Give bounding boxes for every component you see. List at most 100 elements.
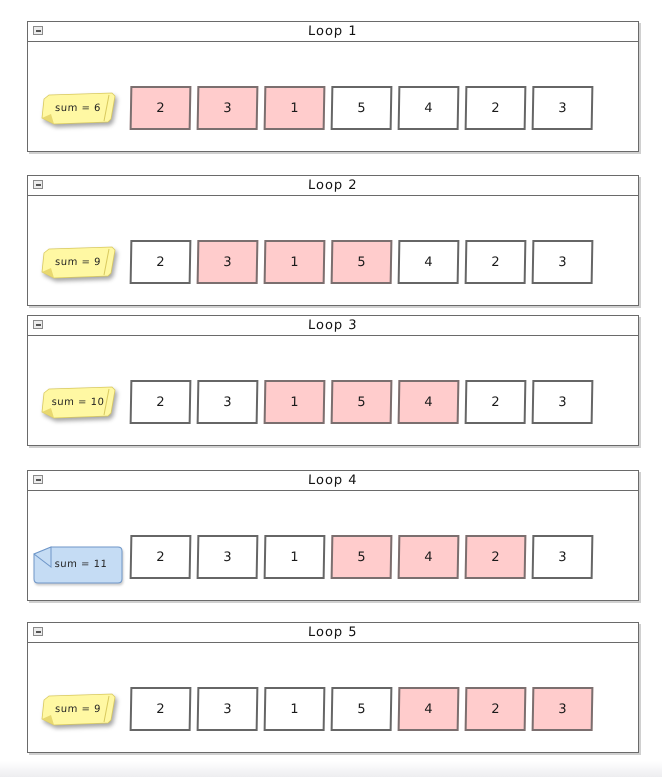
sum-note-label: sum = 10 bbox=[51, 396, 105, 408]
loop-panel-1[interactable]: Loop 1 sum = 6 2 3 1 5 4 2 3 bbox=[27, 21, 639, 152]
array-cell-value: 3 bbox=[223, 100, 232, 116]
array-cell[interactable]: 1 bbox=[263, 535, 326, 579]
array-row: 2 3 1 5 4 2 3 bbox=[129, 380, 594, 424]
sticky-note-shape bbox=[41, 246, 116, 279]
array-cell[interactable]: 4 bbox=[397, 535, 460, 579]
collapse-icon[interactable] bbox=[33, 320, 43, 329]
array-cell-value: 5 bbox=[357, 254, 366, 270]
array-cell[interactable]: 4 bbox=[397, 687, 460, 731]
collapse-icon[interactable] bbox=[33, 180, 43, 189]
sum-note[interactable]: sum = 11 bbox=[32, 545, 124, 589]
array-cell[interactable]: 2 bbox=[129, 687, 192, 731]
sum-note-label: sum = 11 bbox=[54, 558, 108, 570]
array-cell[interactable]: 3 bbox=[531, 380, 594, 424]
array-cell[interactable]: 2 bbox=[464, 380, 527, 424]
folded-note-shape bbox=[33, 546, 123, 584]
collapse-minus-glyph bbox=[35, 183, 41, 186]
array-cell-value: 3 bbox=[223, 701, 232, 717]
array-cell[interactable]: 5 bbox=[330, 535, 393, 579]
panel-content: sum = 6 2 3 1 5 4 2 3 bbox=[28, 42, 638, 151]
collapse-icon[interactable] bbox=[33, 26, 43, 35]
array-cell[interactable]: 2 bbox=[129, 86, 192, 130]
array-cell-value: 2 bbox=[156, 254, 165, 270]
array-cell[interactable]: 4 bbox=[397, 86, 460, 130]
array-cell-value: 4 bbox=[424, 394, 433, 410]
array-cell[interactable]: 1 bbox=[263, 86, 326, 130]
collapse-icon[interactable] bbox=[33, 627, 43, 636]
array-cell[interactable]: 4 bbox=[397, 240, 460, 284]
panel-titlebar[interactable]: Loop 3 bbox=[28, 316, 638, 336]
array-cell-value: 3 bbox=[558, 394, 567, 410]
array-cell-value: 3 bbox=[558, 100, 567, 116]
panel-content: sum = 10 2 3 1 5 4 2 3 bbox=[28, 336, 638, 445]
array-cell[interactable]: 5 bbox=[330, 86, 393, 130]
array-cell[interactable]: 2 bbox=[464, 240, 527, 284]
array-cell-value: 1 bbox=[290, 701, 299, 717]
array-cell[interactable]: 3 bbox=[531, 535, 594, 579]
array-cell-value: 3 bbox=[223, 254, 232, 270]
panel-title: Loop 5 bbox=[307, 625, 359, 640]
panel-titlebar[interactable]: Loop 5 bbox=[28, 623, 638, 643]
array-cell[interactable]: 3 bbox=[196, 687, 259, 731]
panel-titlebar[interactable]: Loop 4 bbox=[28, 471, 638, 491]
array-cell-value: 2 bbox=[156, 549, 165, 565]
array-cell-value: 5 bbox=[357, 100, 366, 116]
sticky-note-shape bbox=[41, 92, 116, 125]
page-bottom-edge bbox=[0, 761, 662, 777]
array-cell-value: 5 bbox=[357, 549, 366, 565]
array-cell[interactable]: 5 bbox=[330, 380, 393, 424]
array-cell-value: 1 bbox=[290, 549, 299, 565]
loop-panel-3[interactable]: Loop 3 sum = 10 2 3 1 5 4 2 3 bbox=[27, 315, 639, 446]
array-cell[interactable]: 5 bbox=[330, 240, 393, 284]
panel-title: Loop 4 bbox=[307, 473, 359, 488]
loop-panel-2[interactable]: Loop 2 sum = 9 2 3 1 5 4 2 3 bbox=[27, 175, 639, 306]
array-cell-value: 4 bbox=[424, 254, 433, 270]
array-cell[interactable]: 3 bbox=[531, 240, 594, 284]
panel-titlebar[interactable]: Loop 2 bbox=[28, 176, 638, 196]
array-cell-value: 2 bbox=[491, 100, 500, 116]
array-cell[interactable]: 5 bbox=[330, 687, 393, 731]
sum-note[interactable]: sum = 9 bbox=[39, 246, 131, 290]
panel-title: Loop 1 bbox=[307, 24, 359, 39]
sum-note[interactable]: sum = 6 bbox=[39, 92, 131, 136]
array-cell-value: 4 bbox=[424, 100, 433, 116]
array-cell-value: 5 bbox=[357, 394, 366, 410]
array-cell-value: 4 bbox=[424, 701, 433, 717]
panel-title: Loop 3 bbox=[307, 318, 359, 333]
array-cell[interactable]: 2 bbox=[129, 240, 192, 284]
array-cell[interactable]: 3 bbox=[196, 240, 259, 284]
array-cell[interactable]: 4 bbox=[397, 380, 460, 424]
array-cell[interactable]: 1 bbox=[263, 240, 326, 284]
panel-titlebar[interactable]: Loop 1 bbox=[28, 22, 638, 42]
array-cell[interactable]: 3 bbox=[196, 380, 259, 424]
sum-note-label: sum = 6 bbox=[54, 102, 102, 114]
array-cell[interactable]: 2 bbox=[464, 535, 527, 579]
array-cell[interactable]: 3 bbox=[531, 86, 594, 130]
collapse-icon[interactable] bbox=[33, 475, 43, 484]
array-cell-value: 3 bbox=[558, 549, 567, 565]
array-cell[interactable]: 3 bbox=[196, 86, 259, 130]
array-cell[interactable]: 2 bbox=[129, 535, 192, 579]
array-cell-value: 1 bbox=[290, 254, 299, 270]
array-cell[interactable]: 2 bbox=[129, 380, 192, 424]
sum-note[interactable]: sum = 10 bbox=[39, 386, 131, 430]
array-cell-value: 2 bbox=[156, 394, 165, 410]
sticky-note-shape bbox=[41, 386, 116, 419]
sum-note[interactable]: sum = 9 bbox=[39, 693, 131, 737]
array-cell[interactable]: 3 bbox=[196, 535, 259, 579]
array-cell-value: 1 bbox=[290, 394, 299, 410]
array-cell[interactable]: 1 bbox=[263, 687, 326, 731]
array-cell[interactable]: 2 bbox=[464, 86, 527, 130]
array-cell[interactable]: 3 bbox=[531, 687, 594, 731]
array-cell-value: 2 bbox=[491, 254, 500, 270]
array-cell[interactable]: 2 bbox=[464, 687, 527, 731]
sticky-note-shape bbox=[41, 693, 116, 726]
array-cell[interactable]: 1 bbox=[263, 380, 326, 424]
